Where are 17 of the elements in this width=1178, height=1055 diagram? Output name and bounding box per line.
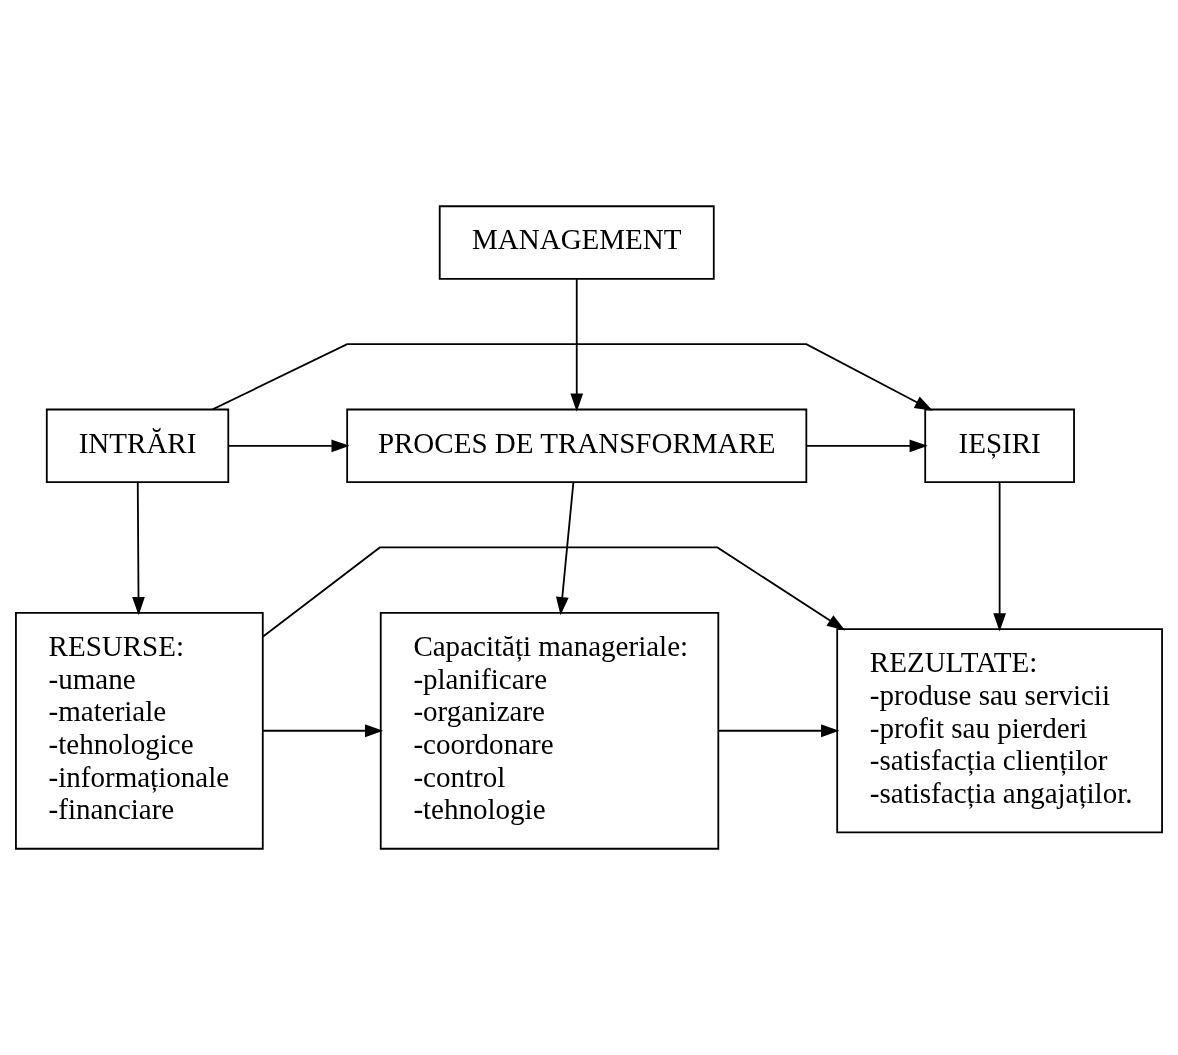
arrow [717, 724, 840, 738]
arrow [262, 724, 384, 738]
node-box: RESURSE: -umane -materiale -tehnologice -informaționale -financiare [15, 611, 264, 850]
arrow [227, 439, 350, 453]
node-box: PROCES DE TRANSFORMARE [346, 408, 808, 484]
arrow [993, 481, 1006, 632]
node-box: IEȘIRI [924, 408, 1075, 484]
node-box: INTRĂRI [45, 408, 230, 484]
node-box: REZULTATE: -produse sau servicii -profit sau pierderi -satisfacția clienților -satisfacția angajaților. [836, 628, 1163, 834]
arrow [262, 546, 846, 638]
arrow [132, 481, 145, 616]
arrow [211, 343, 933, 411]
node-box: Capacități manageriale: -planificare -organizare -coordonare -control -tehnologie [379, 611, 720, 850]
arrow [555, 481, 575, 616]
arrow [806, 439, 928, 453]
arrow [570, 278, 584, 412]
node-box: MANAGEMENT [438, 205, 715, 280]
